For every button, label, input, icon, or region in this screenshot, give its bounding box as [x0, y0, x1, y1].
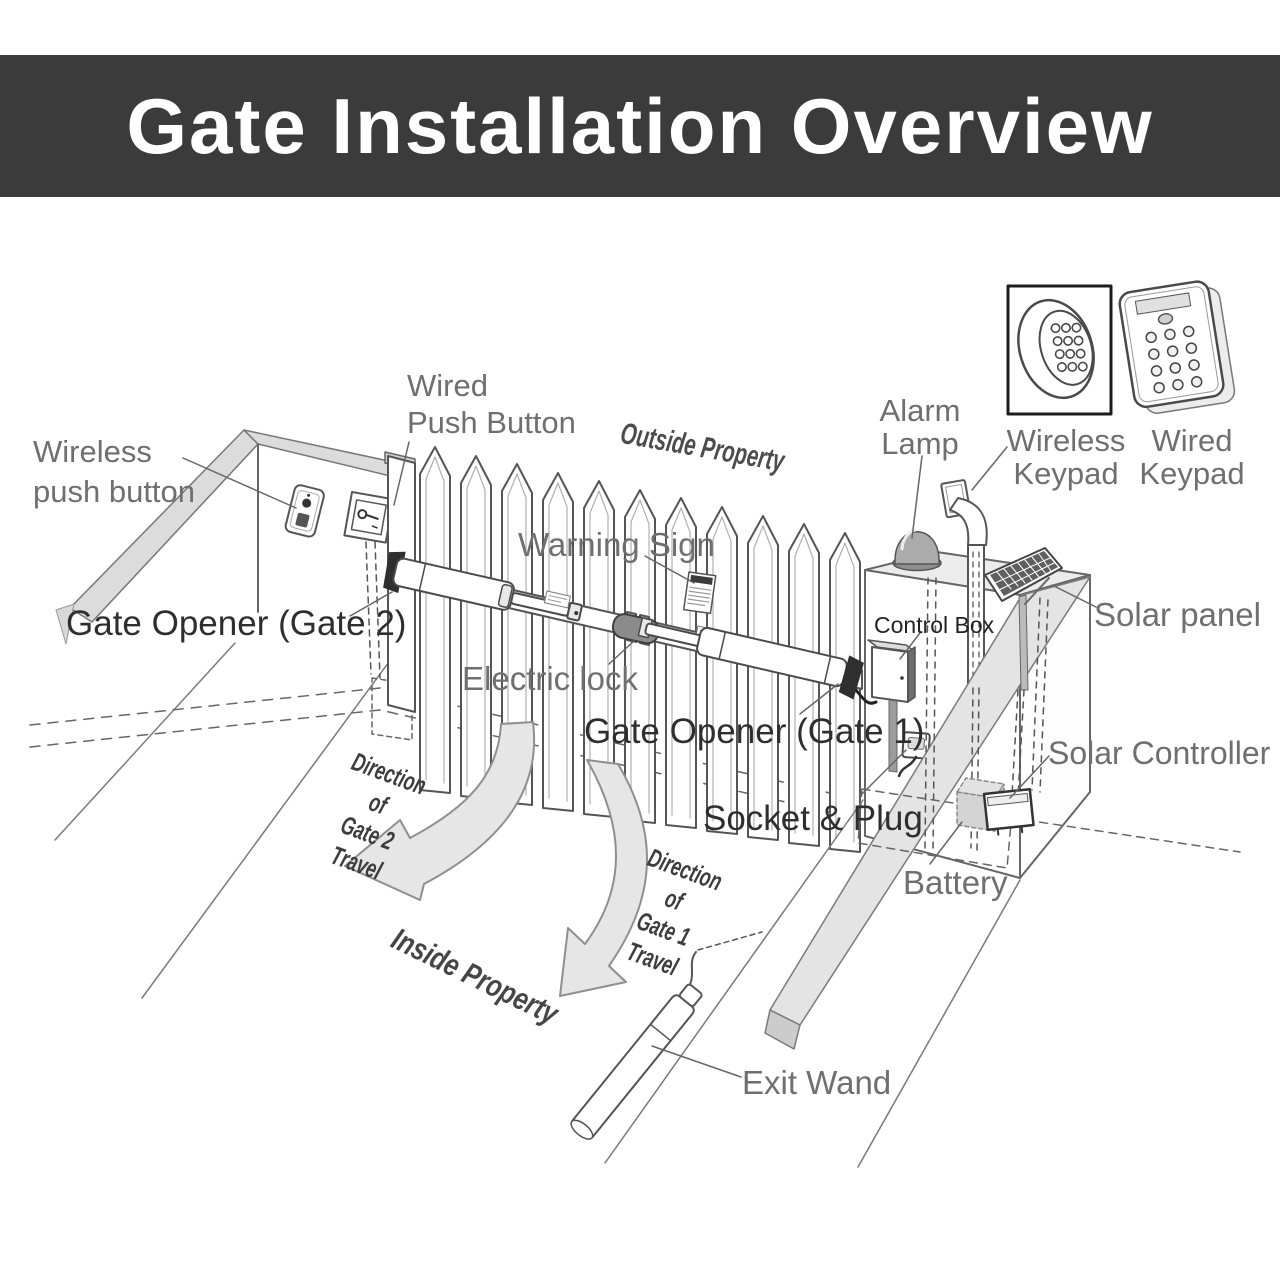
label-control-box: Control Box: [874, 612, 995, 638]
control-box-icon: [854, 639, 916, 773]
left-wall: [55, 429, 416, 645]
alarm-lamp-icon: [892, 528, 942, 572]
gooseneck-post: [940, 479, 988, 689]
gate-opener-gate2-icon: [383, 551, 583, 622]
ground-lines-right: [604, 799, 1021, 1168]
header-bar: Gate Installation Overview: [0, 55, 1280, 197]
wireless-keypad-icon: [1006, 284, 1113, 416]
leader-lines: [182, 441, 1097, 1078]
exit-wand-icon: [570, 931, 763, 1140]
label-electric-lock: Electric lock: [462, 660, 639, 697]
label-warning-sign: Warning Sign: [518, 526, 715, 563]
wireless-push-button-icon: [284, 484, 325, 538]
label-wired-keypad: Wired Keypad: [1139, 423, 1245, 492]
label-solar-panel: Solar panel: [1094, 596, 1261, 633]
label-battery: Battery: [903, 864, 1008, 901]
return-wall: [764, 576, 1091, 1050]
label-wired-push-button: Wired Push Button: [407, 368, 576, 440]
wired-push-button-icon: [343, 491, 395, 679]
ground-lines-left: [54, 635, 409, 999]
label-gate-opener-2: Gate Opener (Gate 2): [66, 604, 407, 643]
conduit-strip: [888, 699, 898, 773]
label-gate-opener-1: Gate Opener (Gate 1): [584, 712, 925, 751]
label-alarm-lamp: Alarm Lamp: [879, 393, 961, 462]
solar-panel-icon: [984, 547, 1063, 691]
wired-keypad-icon: [1118, 280, 1236, 414]
socket-plug-icon: [897, 731, 931, 778]
label-exit-wand: Exit Wand: [742, 1064, 892, 1101]
label-solar-controller: Solar Controller: [1048, 735, 1271, 771]
gate1-travel-arrow-icon: [559, 759, 648, 997]
gate2-travel-arrow-icon: [344, 721, 536, 901]
solar-controller-icon: [982, 787, 1035, 836]
label-wireless-push-button: Wireless push button: [33, 434, 196, 509]
page-title: Gate Installation Overview: [126, 82, 1154, 170]
warning-sign-icon: [682, 571, 717, 615]
label-wireless-keypad: Wireless Keypad: [1006, 423, 1126, 492]
label-socket-plug: Socket & Plug: [703, 799, 923, 838]
corner-marker-icon: [55, 603, 75, 645]
gate-opener-gate1-icon: [637, 617, 864, 700]
